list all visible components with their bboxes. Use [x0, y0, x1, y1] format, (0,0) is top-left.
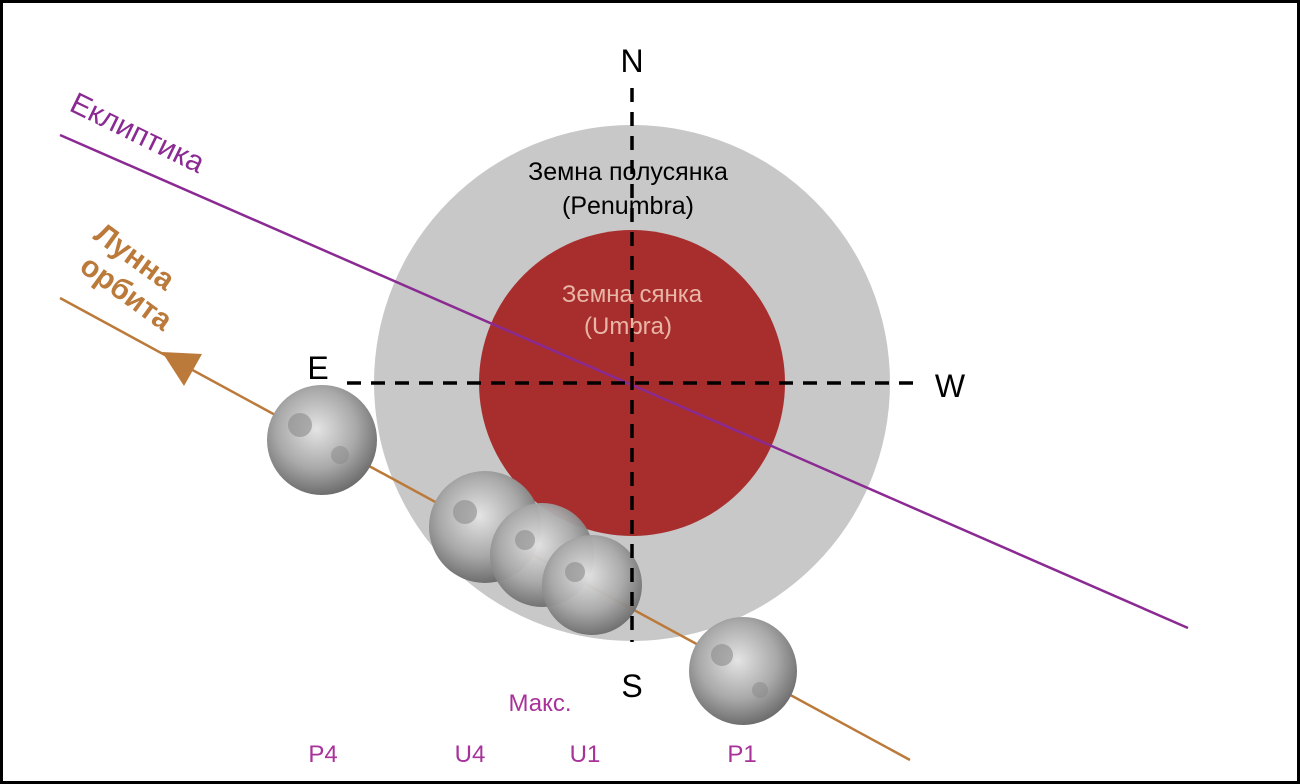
umbra-subtitle: (Umbra) [584, 313, 672, 340]
north-label: N [620, 43, 643, 79]
moon-p4 [267, 385, 377, 495]
penumbra-subtitle: (Penumbra) [562, 192, 694, 220]
penumbra-title: Земна полусянка [528, 158, 728, 186]
p1-label: P1 [727, 741, 756, 768]
south-label: S [621, 668, 642, 704]
max-label: Макс. [508, 690, 571, 717]
east-label: E [307, 350, 328, 386]
u4-label: U4 [455, 741, 486, 768]
west-label: W [935, 368, 966, 404]
moon-p1 [689, 617, 797, 725]
u1-label: U1 [570, 741, 601, 768]
orbit-direction-arrow-icon [162, 352, 202, 386]
p4-label: P4 [308, 741, 337, 768]
moon-u1 [542, 535, 642, 635]
